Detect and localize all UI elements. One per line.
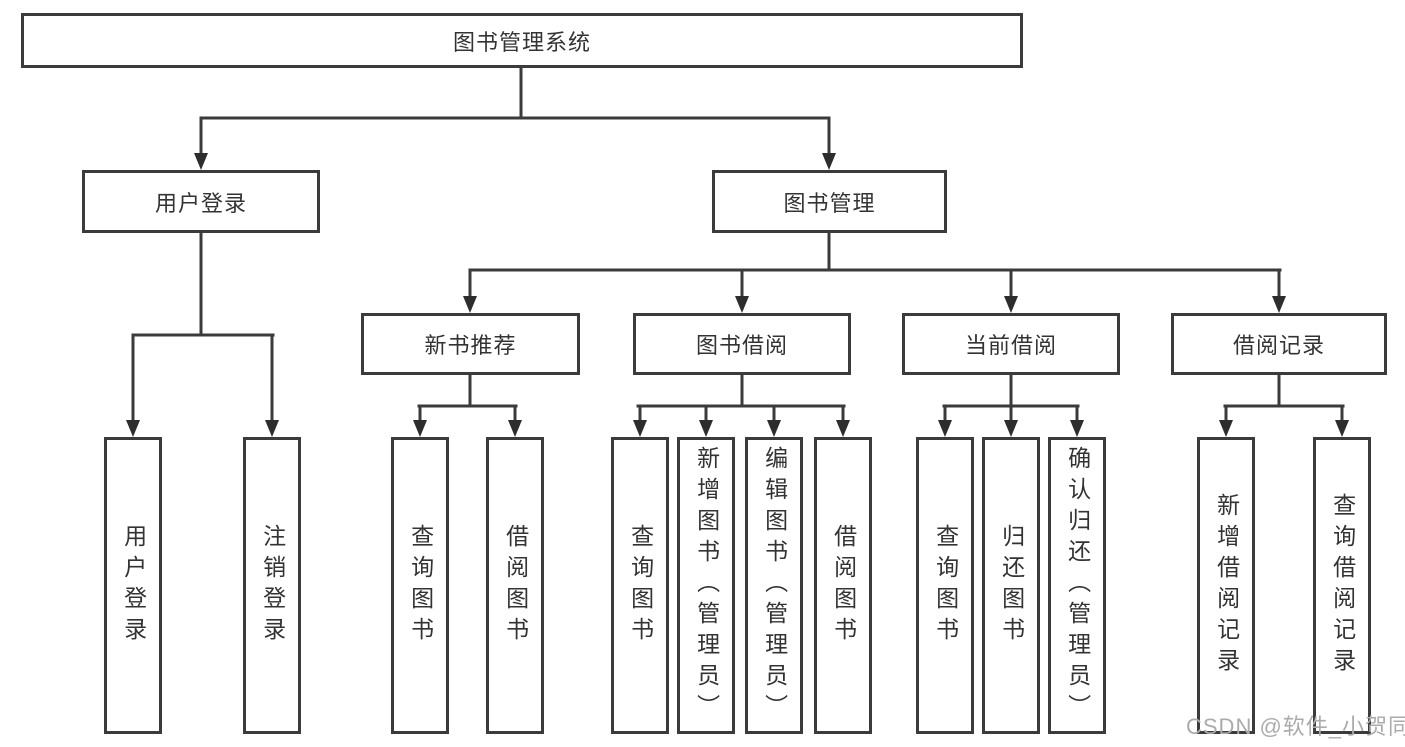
node-user-login: 用户登录 [82,170,320,233]
leaf-query-books-current: 查询图书 [916,437,974,734]
leaf-return-books: 归还图书 [982,437,1040,734]
leaf-logout: 注销登录 [243,437,301,734]
node-current-borrowing: 当前借阅 [902,313,1120,375]
leaf-query-books-recommend: 查询图书 [391,437,449,734]
node-library-management-system: 图书管理系统 [21,13,1023,68]
leaf-query-books-borrow: 查询图书 [611,437,669,734]
leaf-add-borrow-record: 新增借阅记录 [1197,437,1255,734]
node-book-management: 图书管理 [712,170,947,233]
leaf-query-borrow-record: 查询借阅记录 [1313,437,1371,734]
leaf-borrow-books: 借阅图书 [814,437,872,734]
leaf-edit-books-admin: 编辑图书（管理员） [745,437,803,734]
leaf-borrow-books-recommend: 借阅图书 [486,437,544,734]
leaf-add-books-admin: 新增图书（管理员） [677,437,735,734]
node-borrowing-records: 借阅记录 [1171,313,1387,375]
node-new-book-recommendation: 新书推荐 [361,313,580,375]
leaf-confirm-return-admin: 确认归还（管理员） [1048,437,1106,734]
leaf-user-login: 用户登录 [104,437,162,734]
node-book-borrowing: 图书借阅 [633,313,851,375]
csdn-watermark: CSDN @软件_小贺同学 [1186,714,1405,739]
